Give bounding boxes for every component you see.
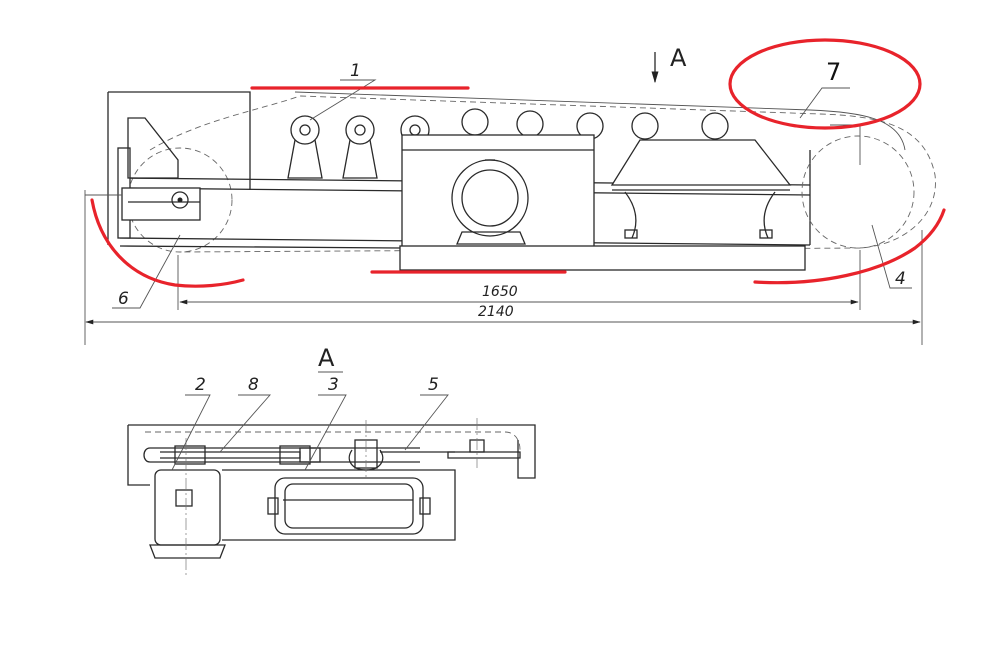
red-circle-callout-7	[728, 38, 922, 130]
callout-1: 1	[350, 61, 361, 81]
dimension-inner: 1650	[482, 284, 518, 300]
motor-2	[154, 469, 221, 546]
dimension-lines: 1650 2140	[85, 284, 921, 325]
callout-7: 7	[826, 58, 841, 86]
side-view: A	[84, 44, 936, 345]
hood	[610, 139, 792, 186]
roller-3	[274, 477, 424, 535]
callouts-main: 1 6 4 7	[112, 58, 912, 309]
callouts-section: 2 8 3 5	[171, 375, 449, 471]
right-pulley	[801, 135, 915, 249]
red-arc-right	[753, 208, 946, 285]
callout-6: 6	[118, 289, 129, 309]
view-marker: A	[670, 44, 687, 72]
red-arc-left	[90, 198, 245, 288]
callout-8: 8	[248, 375, 259, 395]
callout-5: 5	[428, 375, 439, 395]
callout-2: 2	[195, 375, 206, 395]
motor-housing	[401, 134, 595, 248]
section-title: A	[318, 344, 335, 372]
callout-3: 3	[328, 375, 339, 395]
tension-unit	[121, 187, 201, 221]
section-view-a: A	[127, 344, 536, 578]
conveyor-belt	[149, 95, 936, 253]
dimension-overall: 2140	[478, 304, 514, 320]
base-plate	[399, 245, 806, 271]
callout-4: 4	[895, 269, 906, 289]
red-annotations	[90, 38, 946, 288]
